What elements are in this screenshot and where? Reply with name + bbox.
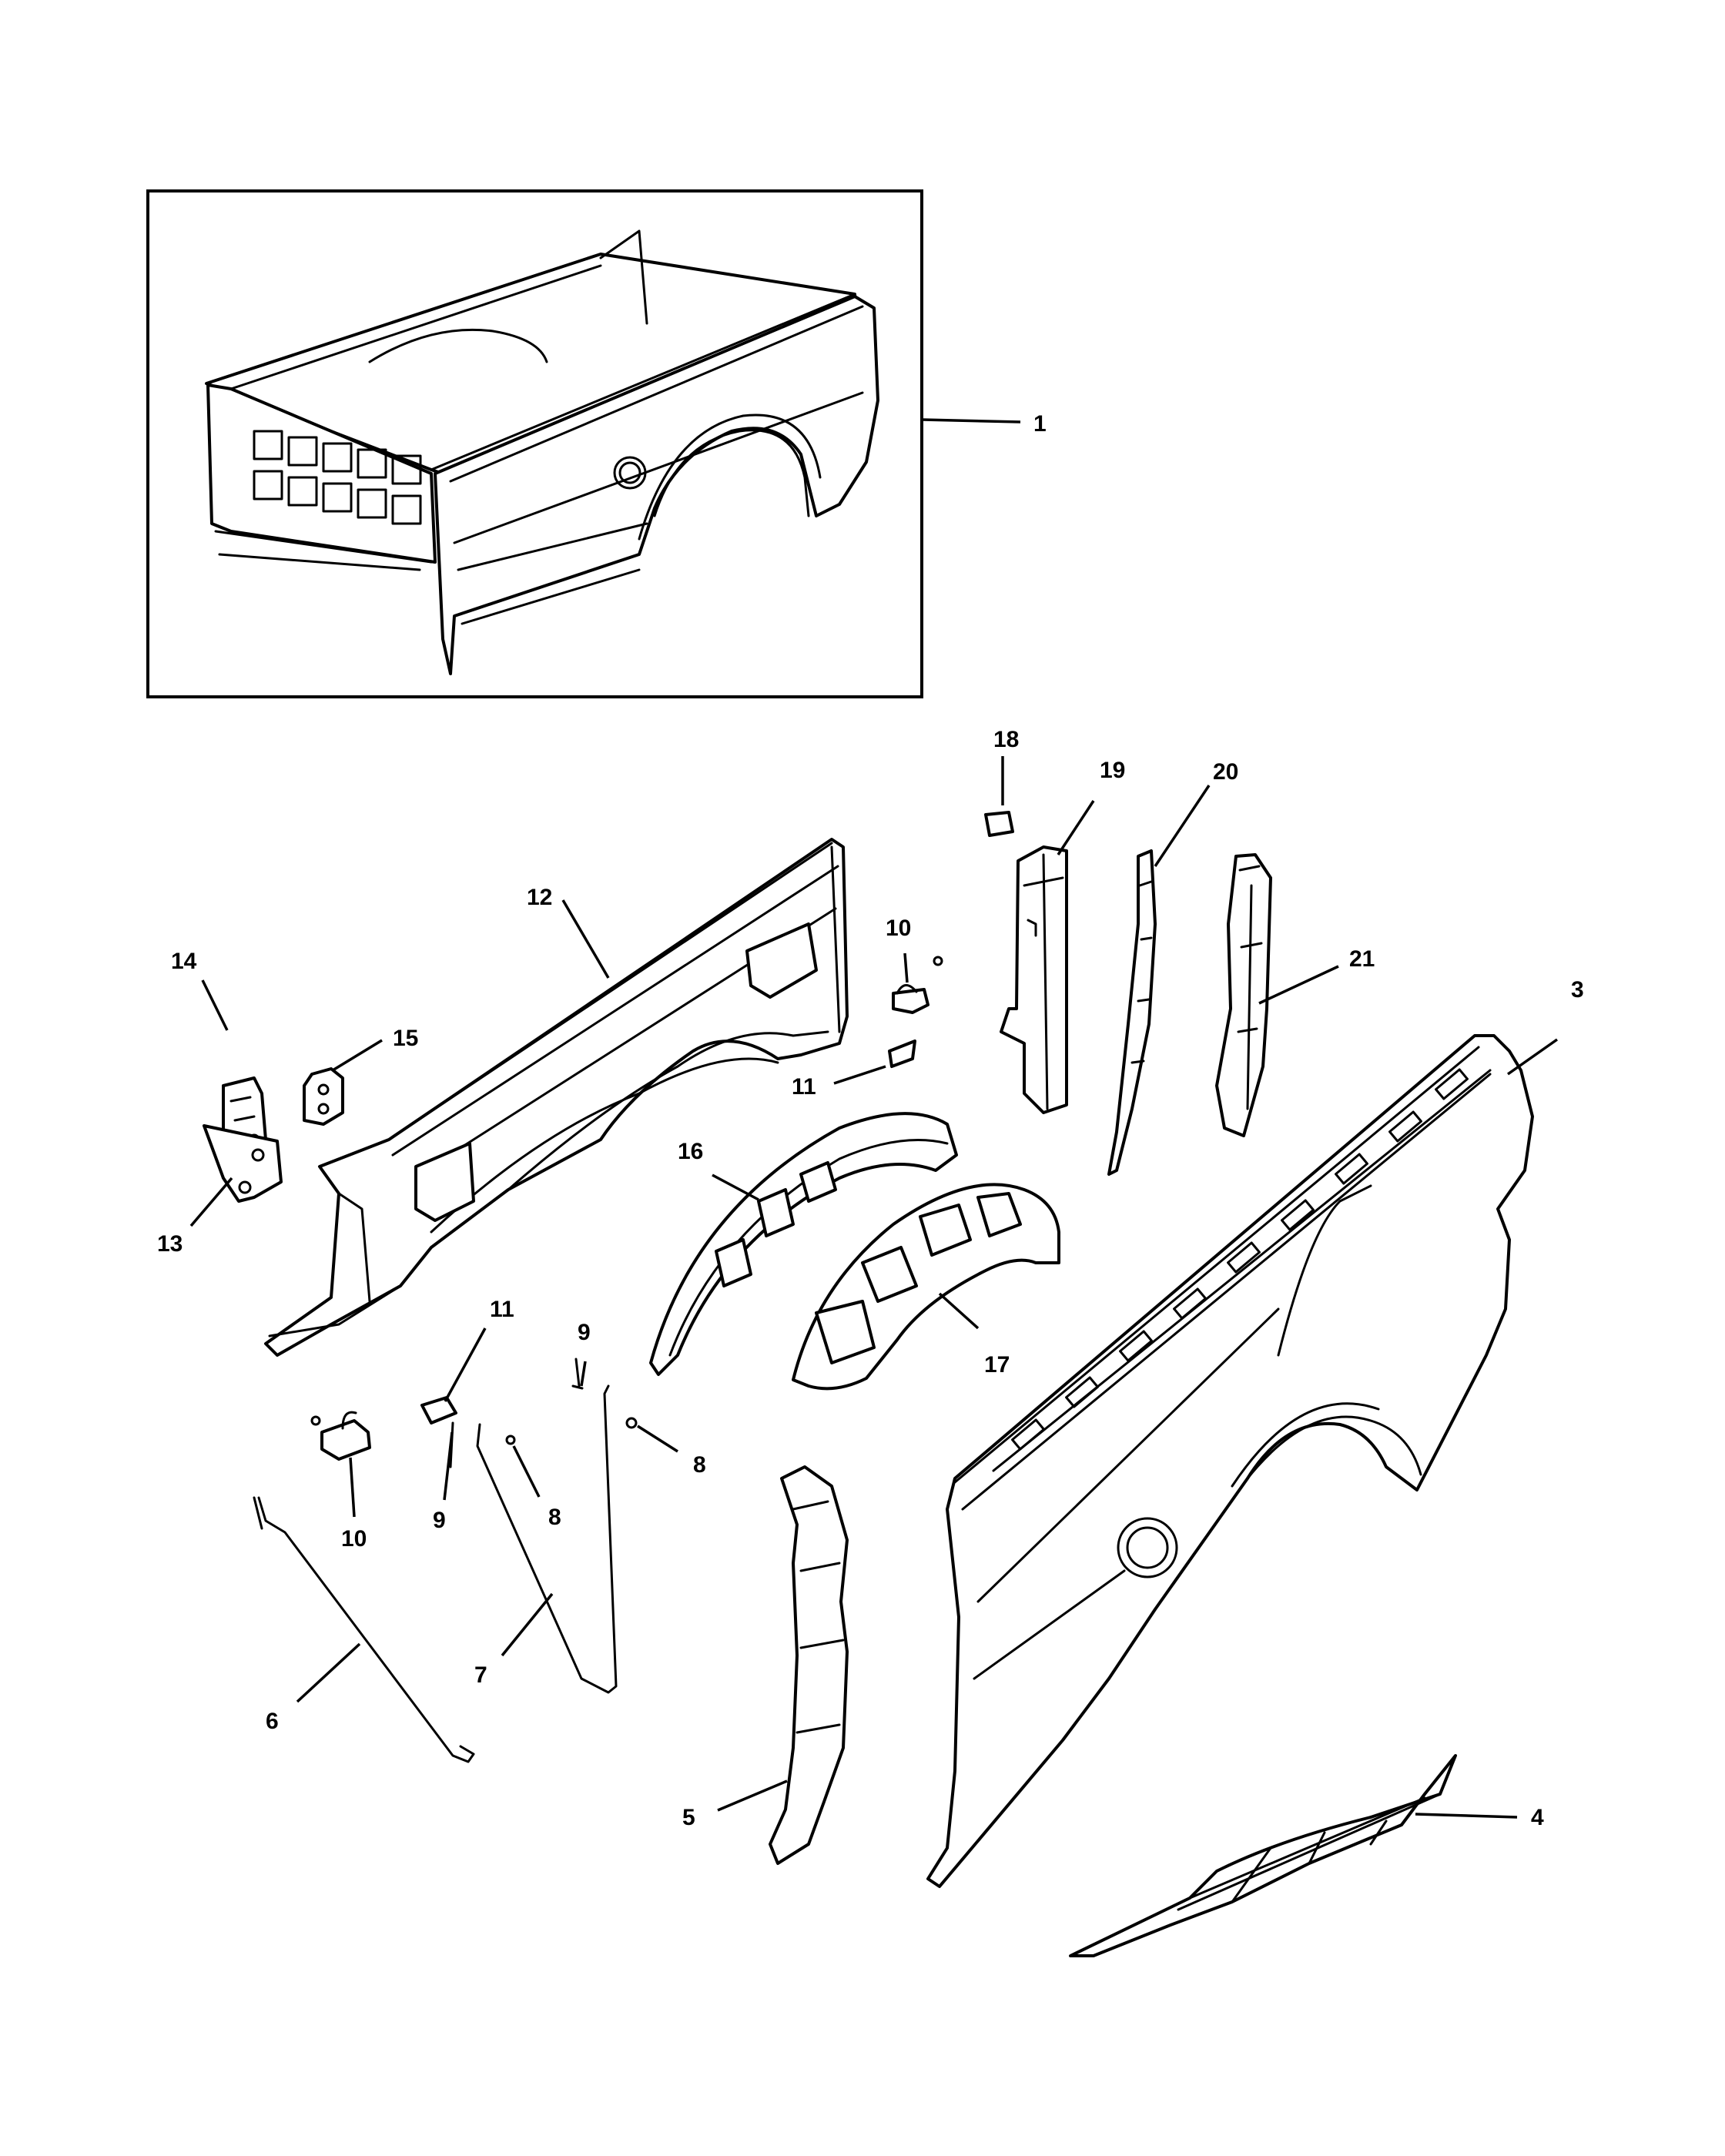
callout-10-lower: 10 (341, 1526, 367, 1552)
callout-15: 15 (393, 1026, 418, 1051)
part-15-bracket (303, 1067, 344, 1126)
part-10-bracket-lower (310, 1411, 371, 1461)
part-3-outer-side-panel (926, 1034, 1534, 1888)
callout-21: 21 (1349, 946, 1375, 972)
part-16-wheelhouse (649, 1112, 958, 1376)
part-8-bolt-upper (625, 1417, 638, 1429)
callout-6: 6 (266, 1709, 279, 1734)
truck-bed-assembly (205, 229, 879, 675)
part-11-clip-lower (420, 1396, 457, 1424)
part-10-bracket-upper (892, 956, 943, 1014)
callout-4: 4 (1531, 1805, 1544, 1830)
callout-9-upper: 9 (578, 1320, 591, 1345)
callout-8-upper: 8 (693, 1452, 706, 1478)
part-6-cable (253, 1496, 475, 1763)
callout-13: 13 (157, 1231, 183, 1257)
callout-3: 3 (1571, 977, 1584, 1003)
part-11-clip-upper (888, 1040, 916, 1068)
callout-labels: 1 3 4 5 6 7 8 8 9 9 10 10 11 11 12 13 14… (157, 411, 1584, 1830)
callout-19: 19 (1100, 758, 1125, 783)
callout-1: 1 (1033, 411, 1047, 437)
part-21-pillar (1215, 853, 1272, 1137)
callout-11-upper: 11 (792, 1074, 816, 1100)
part-18-clip (984, 811, 1014, 837)
callout-9-lower: 9 (433, 1508, 446, 1533)
callout-11-lower: 11 (490, 1297, 514, 1322)
callout-10-upper: 10 (886, 916, 911, 941)
callout-16: 16 (678, 1139, 703, 1164)
callout-17: 17 (984, 1352, 1010, 1378)
callout-12: 12 (527, 885, 552, 910)
part-20-reinforcement (1107, 849, 1157, 1176)
callout-8-lower: 8 (548, 1505, 561, 1530)
part-8-bolt-lower (505, 1435, 516, 1445)
part-12-inner-side-panel (264, 838, 849, 1357)
part-4-trim (1069, 1754, 1457, 1957)
part-13-plate (203, 1124, 283, 1203)
callout-14: 14 (171, 949, 197, 974)
part-19-panel (1000, 845, 1068, 1114)
part-17-wheelhouse (792, 1183, 1060, 1391)
callout-18: 18 (993, 727, 1019, 752)
part-7-cable (476, 1384, 618, 1694)
assembly-inset-frame (146, 189, 923, 698)
part-9-pin-upper (571, 1358, 584, 1390)
callout-20: 20 (1213, 759, 1238, 785)
callout-5: 5 (682, 1805, 695, 1830)
callout-7: 7 (474, 1662, 487, 1688)
part-5-pillar (769, 1465, 849, 1865)
